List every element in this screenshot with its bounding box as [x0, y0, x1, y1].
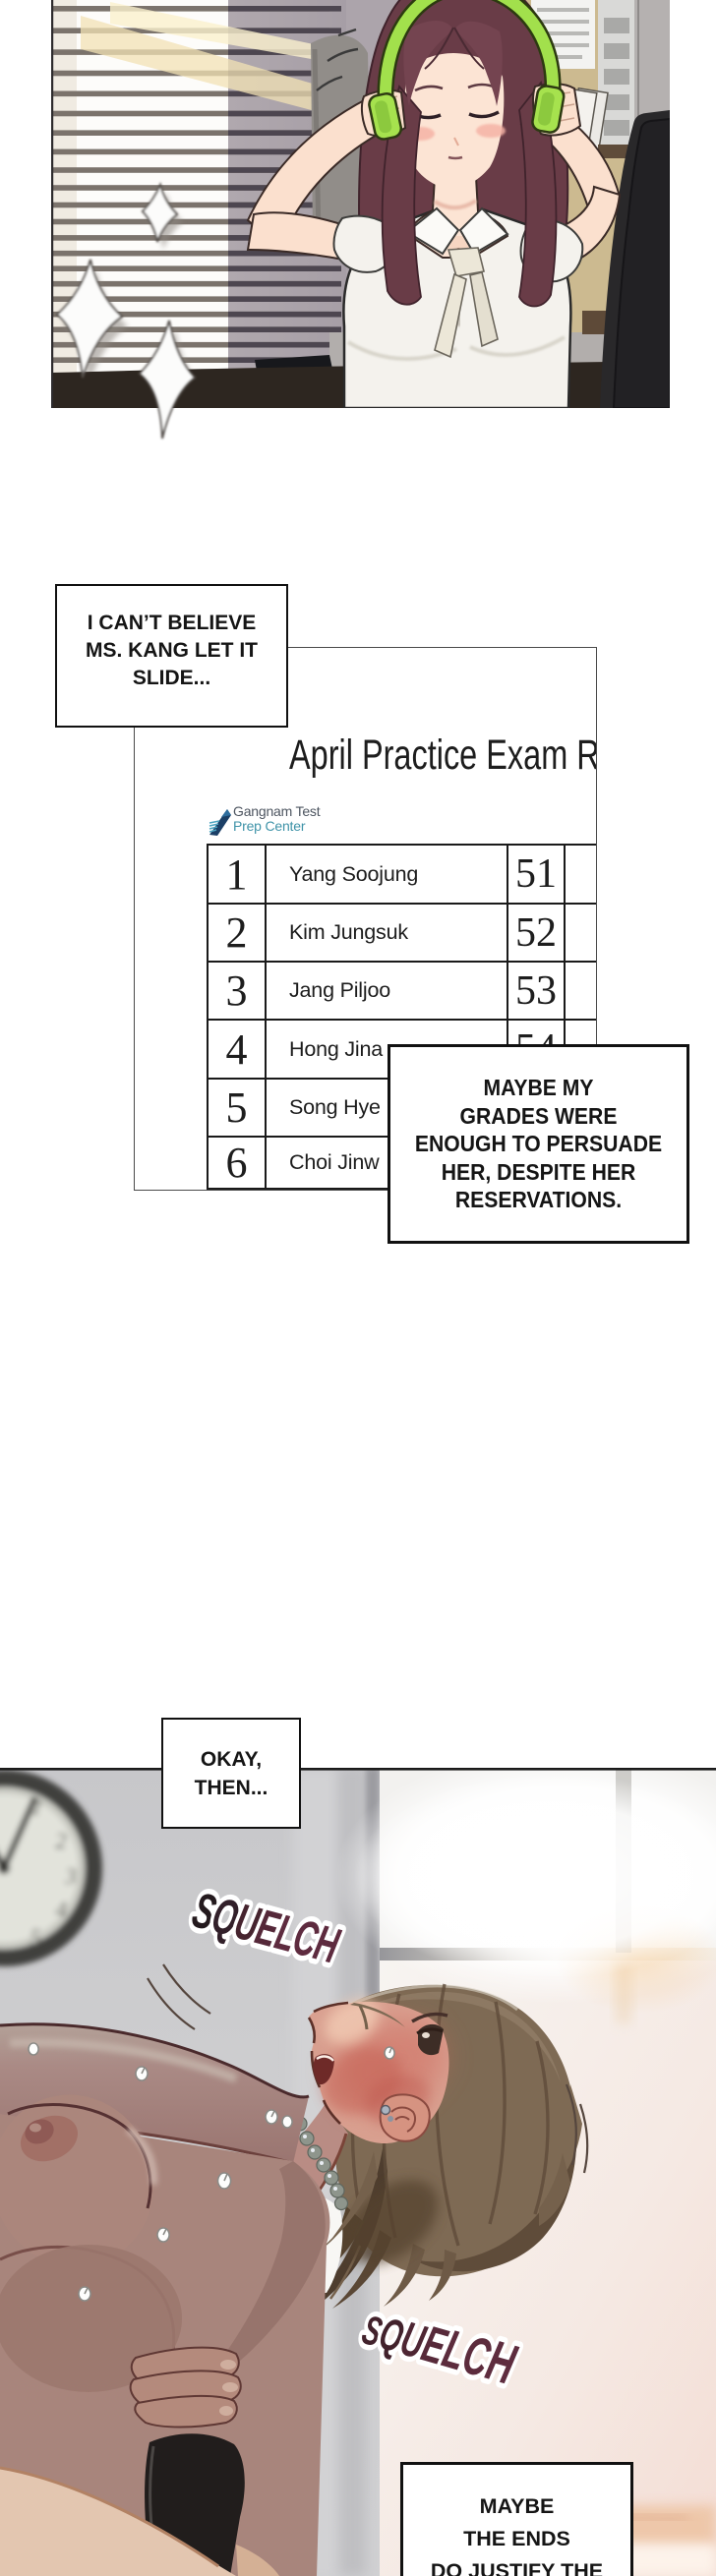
svg-text:4: 4: [55, 1898, 67, 1922]
svg-text:3: 3: [64, 1864, 77, 1889]
svg-text:5: 5: [30, 1925, 41, 1950]
svg-text:2: 2: [55, 1829, 67, 1853]
